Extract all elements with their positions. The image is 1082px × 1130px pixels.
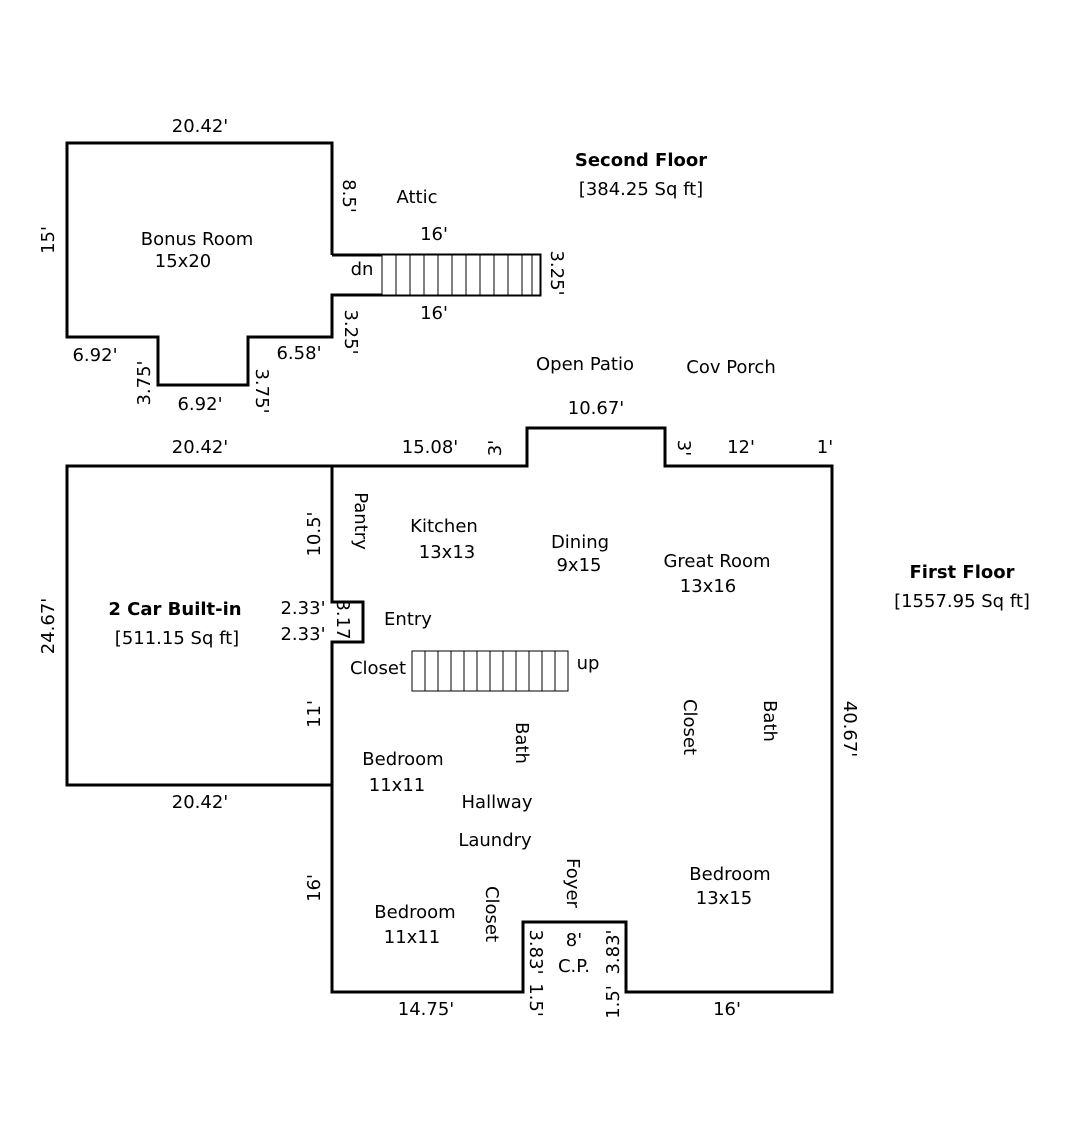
bath-right-label: Bath (759, 700, 780, 742)
entry-bottom-dim: 2.33' (280, 624, 325, 645)
attic-drop-dim: 8.5' (338, 179, 359, 213)
ff-bottom-left-dim: 14.75' (398, 999, 454, 1020)
second-bottom-left-dim: 6.92' (72, 345, 117, 366)
cp-left-inner-dim: 1.5' (525, 983, 546, 1017)
entry-label: Entry (384, 609, 432, 630)
garage-top-dim: 20.42' (172, 437, 228, 458)
ff-left-upper-dim: 10.5' (304, 511, 325, 556)
ff-bump-left-dim: 3' (485, 440, 506, 456)
bedroom3-size: 11x11 (384, 927, 440, 948)
bath-mid-label: Bath (511, 722, 532, 764)
cp-label: C.P. (558, 956, 590, 977)
attic-label: Attic (396, 187, 437, 208)
ff-bump-right-dim: 3' (673, 440, 694, 456)
laundry-label: Laundry (458, 830, 532, 851)
second-bottom-right-dim: 6.58' (276, 343, 321, 364)
great-room-label: Great Room (663, 551, 770, 572)
ff-bottom-right-dim: 16' (713, 999, 741, 1020)
notch-left-dim: 3.75' (134, 360, 155, 405)
hallway-label: Hallway (462, 792, 533, 813)
bedroom3-label: Bedroom (374, 902, 455, 923)
bedroom1-label: Bedroom (362, 749, 443, 770)
stairs-up-label: up (577, 653, 600, 674)
stair-end-dim: 3.25' (546, 250, 567, 295)
ff-left-mid-dim: 11' (304, 700, 325, 728)
first-floor-title: First Floor (909, 562, 1014, 583)
entry-top-dim: 2.33' (280, 598, 325, 619)
cp-left-outer-dim: 3.83' (525, 929, 546, 974)
notch-bottom-dim: 6.92' (177, 394, 222, 415)
ff-right-dim: 40.67' (839, 701, 860, 757)
stairs-down-label: dn (351, 259, 374, 280)
second-left-dim: 15' (38, 226, 59, 254)
ff-top-corner-dim: 1' (817, 437, 833, 458)
great-room-size: 13x16 (680, 576, 736, 597)
bonus-room-label: Bonus Room (141, 229, 254, 250)
pantry-label: Pantry (350, 492, 371, 550)
stair-top-dim: 16' (420, 224, 448, 245)
cp-right-inner-dim: 1.5' (603, 985, 624, 1019)
ff-top-right-dim: 12' (727, 437, 755, 458)
entry-side-dim: 3.17' (332, 599, 353, 644)
foyer-label: Foyer (562, 858, 583, 908)
dining-size: 9x15 (556, 555, 601, 576)
first-floor-walls (330, 426, 834, 994)
ff-bump-top-dim: 10.67' (568, 398, 624, 419)
notch-right-dim: 3.75' (251, 368, 272, 413)
cp-top-dim: 8' (566, 930, 582, 951)
second-floor-title: Second Floor (575, 150, 707, 171)
bedroom2-size: 13x15 (696, 888, 752, 909)
garage-bottom-dim: 20.42' (172, 792, 228, 813)
bedroom1-size: 11x11 (369, 775, 425, 796)
second-floor-area: [384.25 Sq ft] (579, 179, 703, 200)
stair-drop-dim: 3.25' (340, 309, 361, 354)
first-floor-area: [1557.95 Sq ft] (894, 591, 1030, 612)
garage-area: [511.15 Sq ft] (115, 628, 239, 649)
closet-mid-label: Closet (679, 699, 700, 755)
first-floor-staircase (411, 650, 569, 692)
garage-title: 2 Car Built-in (108, 599, 241, 620)
kitchen-size: 13x13 (419, 542, 475, 563)
second-floor-staircase (381, 254, 541, 296)
cp-right-outer-dim: 3.83' (603, 929, 624, 974)
closet-entry-label: Closet (350, 658, 406, 679)
ff-top-left-dim: 15.08' (402, 437, 458, 458)
kitchen-label: Kitchen (410, 516, 478, 537)
garage-walls (65, 464, 332, 787)
second-top-dim: 20.42' (172, 116, 228, 137)
ff-left-lower-dim: 16' (304, 874, 325, 902)
stair-bottom-dim: 16' (420, 303, 448, 324)
dining-label: Dining (551, 532, 609, 553)
bonus-room-size: 15x20 (155, 251, 211, 272)
garage-left-dim: 24.67' (38, 598, 59, 654)
bedroom2-label: Bedroom (689, 864, 770, 885)
open-patio-label: Open Patio (536, 354, 634, 375)
closet-low-label: Closet (481, 886, 502, 942)
cov-porch-label: Cov Porch (686, 357, 776, 378)
